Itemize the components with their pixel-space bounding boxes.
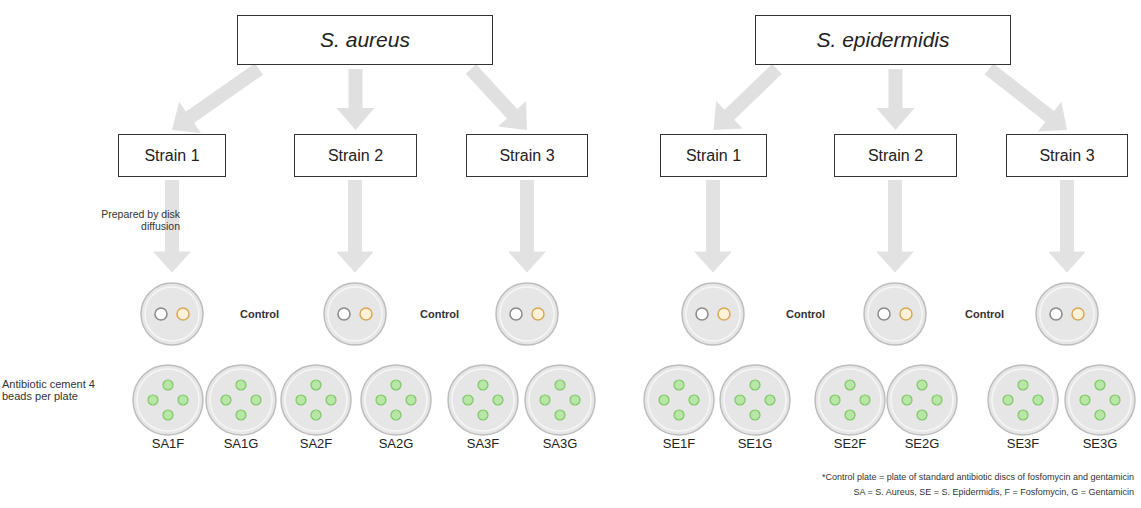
cement-bead-plate: SE3F: [986, 363, 1060, 451]
plate-label: SE3F: [986, 436, 1060, 451]
flow-arrow: [172, 63, 263, 133]
strain-box: Strain 2: [834, 134, 957, 177]
cement-bead-plate: SA3F: [446, 363, 520, 451]
cement-bead-plate: SE2G: [885, 363, 959, 451]
box-label: Strain 1: [686, 147, 741, 165]
box-label: S. epidermidis: [816, 28, 949, 52]
control-label: Control: [965, 308, 1025, 320]
cement-bead-plate: SA1G: [204, 363, 278, 451]
plate-label: SA2G: [359, 436, 433, 451]
cement-bead-plate: SA1F: [131, 363, 205, 451]
plate-label: SA1F: [131, 436, 205, 451]
plate-drawing: [885, 363, 959, 437]
flow-arrow: [466, 64, 527, 130]
plate-drawing: [131, 363, 205, 437]
plate-drawing: [279, 363, 353, 437]
box-label: Strain 3: [499, 147, 554, 165]
box-label: Strain 1: [144, 147, 199, 165]
box-label: Strain 3: [1039, 147, 1094, 165]
plate-label: SE2G: [885, 436, 959, 451]
plate-label: SE1G: [718, 436, 792, 451]
box-label: S. aureus: [320, 28, 410, 52]
cement-bead-plate: SE1F: [642, 363, 716, 451]
cement-bead-plate: SE2F: [813, 363, 887, 451]
plate-drawing: [813, 363, 887, 437]
box-label: Strain 2: [868, 147, 923, 165]
plate-label: SA3G: [523, 436, 597, 451]
control-label: Control: [240, 308, 300, 320]
cement-bead-plate: SA2F: [279, 363, 353, 451]
flow-arrow: [985, 64, 1067, 132]
flow-arrow: [337, 69, 375, 130]
plate-label: SA3F: [446, 436, 520, 451]
flow-arrow: [714, 64, 782, 130]
plate-drawing: [1063, 363, 1137, 437]
flow-arrow: [877, 69, 915, 130]
cement-bead-plate: SE1G: [718, 363, 792, 451]
species-box: S. aureus: [237, 15, 493, 65]
row-note: Antibiotic cement 4 beads per plate: [2, 378, 114, 402]
cement-bead-plate: SA3G: [523, 363, 597, 451]
strain-box: Strain 1: [660, 134, 767, 177]
cement-bead-plate: SA2G: [359, 363, 433, 451]
row-note: Prepared by disk diffusion: [60, 208, 180, 232]
control-label: Control: [420, 308, 480, 320]
strain-box: Strain 1: [118, 134, 226, 177]
plate-drawing: [446, 363, 520, 437]
plate-label: SA1G: [204, 436, 278, 451]
plate-drawing: [642, 363, 716, 437]
strain-box: Strain 2: [294, 134, 417, 177]
footnote: *Control plate = plate of standard antib…: [640, 472, 1134, 482]
control-label: Control: [786, 308, 846, 320]
plate-label: SE2F: [813, 436, 887, 451]
footnote: SA = S. Aureus, SE = S. Epidermidis, F =…: [640, 487, 1134, 497]
strain-box: Strain 3: [1006, 134, 1128, 177]
plate-label: SA2F: [279, 436, 353, 451]
plate-drawing: [718, 363, 792, 437]
strain-box: Strain 3: [466, 134, 588, 177]
plate-label: SE3G: [1063, 436, 1137, 451]
plate-drawing: [204, 363, 278, 437]
species-box: S. epidermidis: [755, 15, 1011, 65]
plate-drawing: [523, 363, 597, 437]
plate-drawing: [986, 363, 1060, 437]
plate-label: SE1F: [642, 436, 716, 451]
plate-drawing: [359, 363, 433, 437]
cement-bead-plate: SE3G: [1063, 363, 1137, 451]
box-label: Strain 2: [328, 147, 383, 165]
